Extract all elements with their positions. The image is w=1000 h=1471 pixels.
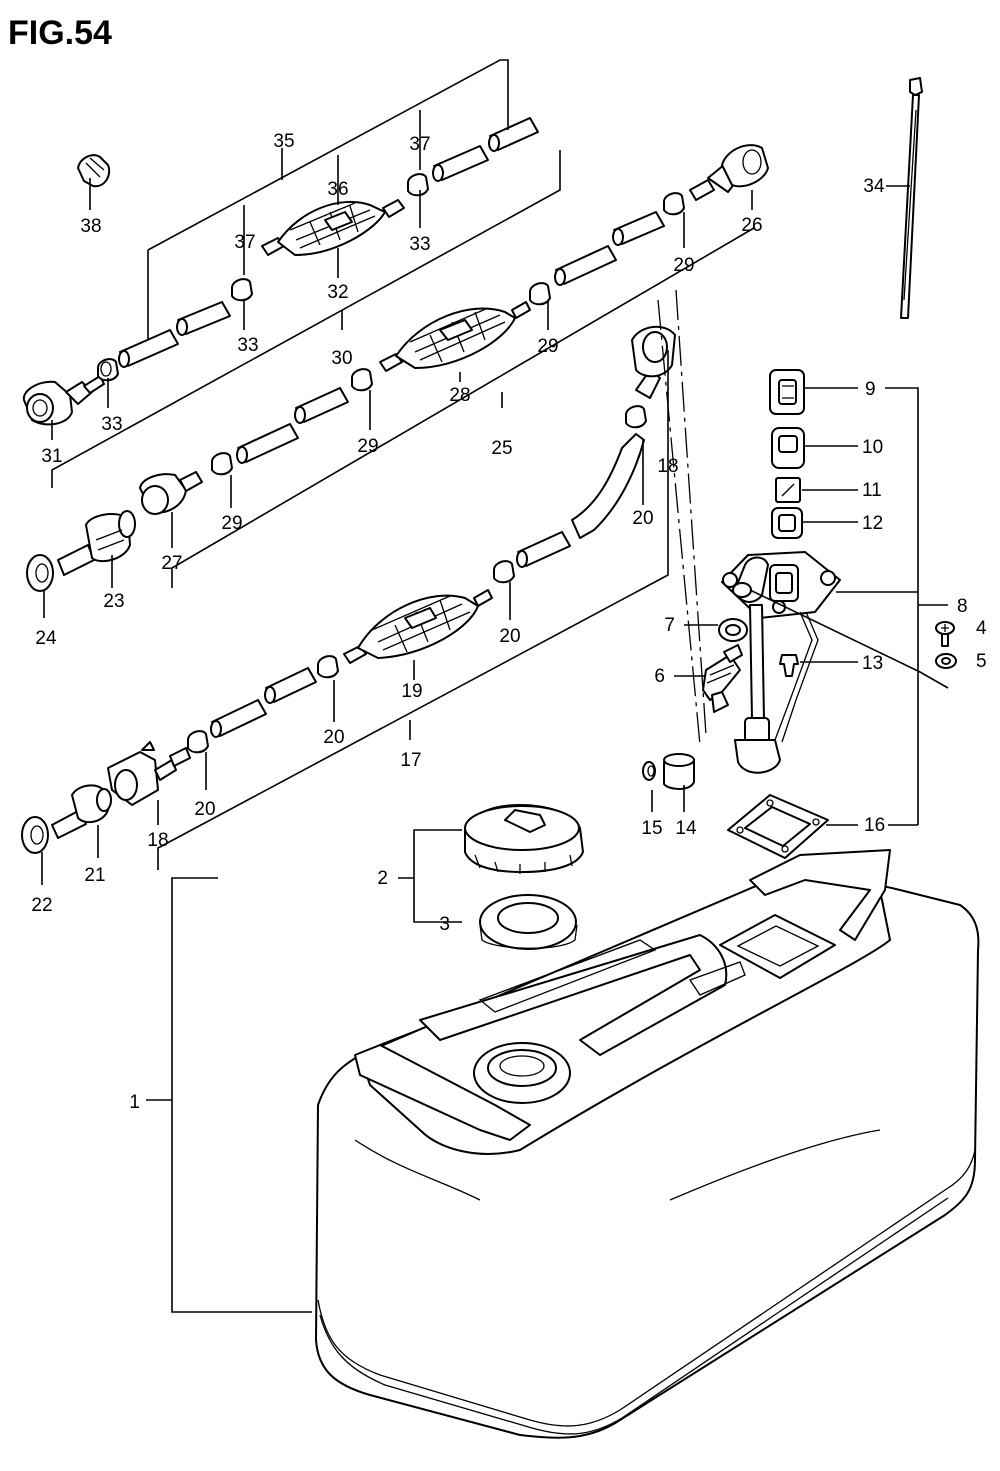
fuel-joint-valve [702,644,743,713]
callout-34: 34 [863,176,885,197]
callout-labels: 1 2 3 4 5 6 7 8 9 10 11 12 13 14 15 16 1… [31,131,987,1113]
callout-8: 8 [957,596,968,617]
fuel-line-assembly-30 [22,117,539,426]
callout-29-c: 29 [357,436,378,457]
callout-12: 12 [862,513,883,534]
callout-29-b: 29 [537,336,558,357]
callout-18-lower: 18 [147,830,168,851]
callout-25: 25 [491,438,512,459]
callout-32: 32 [327,282,348,303]
callout-21: 21 [84,865,105,886]
callout-15: 15 [641,818,662,839]
callout-29-d: 29 [221,513,242,534]
cap-gasket [479,894,578,950]
callout-17: 17 [400,750,421,771]
callout-14: 14 [675,818,697,839]
callout-9: 9 [865,379,876,400]
callout-3: 3 [439,914,450,935]
fuel-tank [315,849,980,1439]
leader-lines [41,59,949,1313]
callout-37-a: 37 [409,134,430,155]
callout-35: 35 [273,131,294,152]
float-clip [642,761,656,781]
callout-29-a: 29 [673,255,694,276]
callout-38: 38 [80,216,101,237]
callout-20-b: 20 [499,626,520,647]
callout-20-c: 20 [323,727,344,748]
callout-22: 22 [31,895,52,916]
callout-6: 6 [654,666,665,687]
callout-5: 5 [976,651,987,672]
filler-cap [464,804,584,874]
callout-27: 27 [161,553,182,574]
callout-33-b: 33 [237,335,258,356]
callout-33-a: 33 [409,234,430,255]
hose-clip [77,154,111,188]
callout-18-upper: 18 [657,456,678,477]
callout-19: 19 [401,681,422,702]
callout-2: 2 [377,868,388,889]
gauge-screw [779,654,799,677]
callout-37-b: 37 [234,232,255,253]
fuel-gauge-assembly [721,551,841,774]
callout-16: 16 [864,815,885,836]
plate-washer [935,653,957,669]
fuel-line-assembly-17 [21,325,676,854]
callout-36: 36 [327,179,348,200]
callout-23: 23 [103,591,124,612]
callout-28: 28 [449,385,470,406]
float [663,753,695,790]
routing-lines [657,289,707,746]
gauge-window-cover [769,369,805,415]
callout-30: 30 [331,348,352,369]
callout-1: 1 [129,1092,140,1113]
callout-31: 31 [41,446,62,467]
gauge-scale [775,477,801,503]
callout-4: 4 [976,618,987,639]
callout-7: 7 [664,615,675,636]
callout-20-a: 20 [632,508,653,529]
callout-33-c: 33 [101,414,122,435]
figure-title: FIG.54 [8,14,112,52]
gauge-base-gasket [727,794,829,859]
fuel-line-assembly-25 [26,144,769,592]
plate-screw [935,621,955,647]
callout-11: 11 [862,480,882,501]
callout-24: 24 [35,628,57,649]
callout-13: 13 [862,653,883,674]
callout-26: 26 [741,215,762,236]
callout-20-d: 20 [194,799,215,820]
gauge-lens [771,427,805,469]
callout-10: 10 [862,437,883,458]
cable-tie [900,77,923,319]
gauge-gasket [771,507,803,539]
o-ring [718,618,748,642]
